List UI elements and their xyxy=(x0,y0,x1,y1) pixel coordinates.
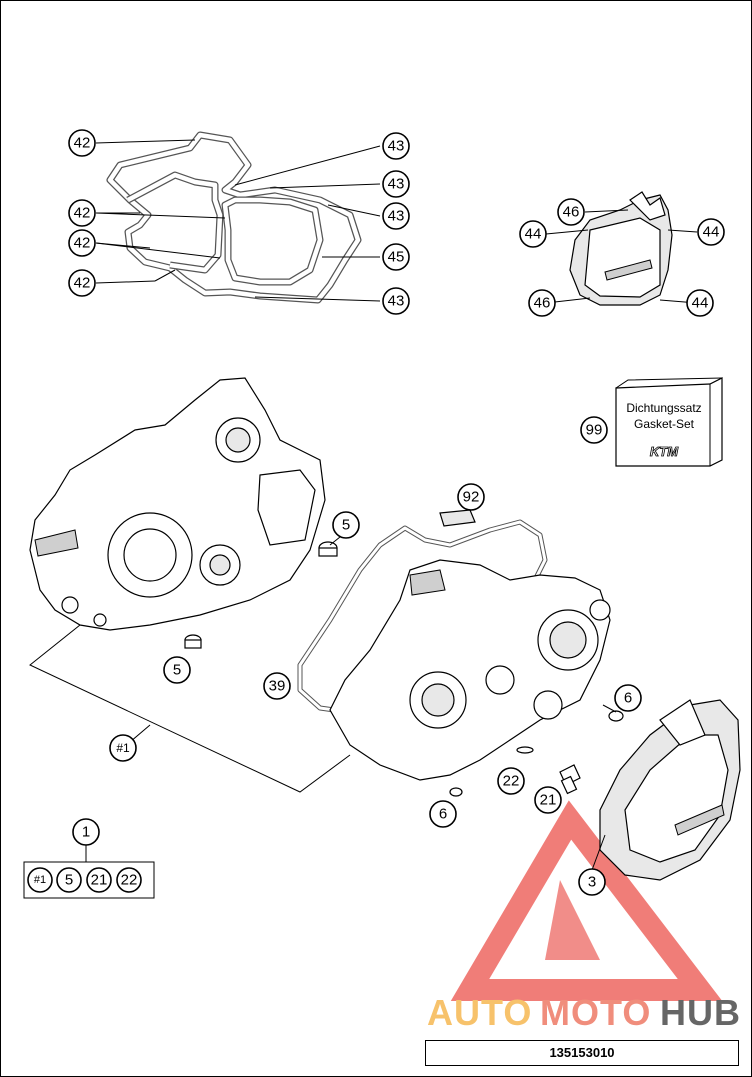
callout-45: 45 xyxy=(382,243,410,271)
callout-46-a-label: 46 xyxy=(563,204,580,221)
callout-6-a: 6 xyxy=(614,684,642,712)
callout-5-a: 5 xyxy=(332,511,360,539)
callout-99: 99 xyxy=(580,416,608,444)
callout-43-b: 43 xyxy=(382,170,410,198)
callout-3-label: 3 xyxy=(588,874,596,891)
callout-22: 22 xyxy=(497,767,525,795)
set-item-1-label: #1 xyxy=(34,874,46,886)
kit-box-title-en: Gasket-Set xyxy=(634,417,695,431)
callout-1-label: 1 xyxy=(82,824,90,841)
ignition-cover-top xyxy=(545,191,698,306)
callout-42-c: 42 xyxy=(68,229,96,257)
callout-44-a: 44 xyxy=(519,220,547,248)
callout-21: 21 xyxy=(534,786,562,814)
callout-44-b: 44 xyxy=(697,218,725,246)
callout-39: 39 xyxy=(263,672,291,700)
gasket-leader-lines xyxy=(95,139,381,302)
callout-6-b-label: 6 xyxy=(439,806,447,823)
right-crankcase-half xyxy=(329,559,611,781)
callout-43-d: 43 xyxy=(382,287,410,315)
callout-43-d-label: 43 xyxy=(388,293,405,310)
hardware-parts xyxy=(449,704,624,797)
callout-21-label: 21 xyxy=(540,792,557,809)
set-item-4-label: 22 xyxy=(121,872,138,889)
callout-5-b-label: 5 xyxy=(173,662,181,679)
callout-43-b-label: 43 xyxy=(388,176,405,193)
set-item-2-label: 5 xyxy=(65,872,73,889)
callout-44-a-label: 44 xyxy=(525,226,542,243)
callout-6-b: 6 xyxy=(429,800,457,828)
set-contents-box: #1 5 21 22 xyxy=(23,861,155,899)
watermark-text-auto: AUTO xyxy=(427,992,532,1033)
callout-99-label: 99 xyxy=(586,422,603,439)
set-item-3-label: 21 xyxy=(91,872,108,889)
callout-46-b-label: 46 xyxy=(534,295,551,312)
callout-46-b: 46 xyxy=(528,289,556,317)
callout-6-a-label: 6 xyxy=(624,690,632,707)
callout-43-a: 43 xyxy=(382,132,410,160)
dowel-sleeves xyxy=(184,536,341,649)
gasket-kit-box xyxy=(615,377,723,467)
watermark-logo xyxy=(450,800,723,1001)
callout-set-1: #1 xyxy=(109,734,137,762)
callout-92-label: 92 xyxy=(463,489,480,506)
watermark-triangle-inner xyxy=(545,880,600,960)
set-item-2: 5 xyxy=(56,867,82,893)
callout-42-d-label: 42 xyxy=(74,275,91,292)
watermark-text: AUTO MOTO HUB xyxy=(427,992,741,1033)
callout-42-a-label: 42 xyxy=(74,135,91,152)
callout-5-b: 5 xyxy=(163,656,191,684)
watermark-triangle xyxy=(450,800,723,1001)
callout-42-b-label: 42 xyxy=(74,205,91,222)
callout-43-a-label: 43 xyxy=(388,138,405,155)
kit-box-brand-logo: KTM xyxy=(650,444,679,459)
callout-43-c-label: 43 xyxy=(388,208,405,225)
callout-42-d: 42 xyxy=(68,269,96,297)
part-92-pad xyxy=(439,509,476,527)
callout-42-a: 42 xyxy=(68,129,96,157)
ignition-cover-bottom xyxy=(591,699,741,881)
callout-39-label: 39 xyxy=(269,678,286,695)
callout-43-c: 43 xyxy=(382,202,410,230)
callout-44-c-label: 44 xyxy=(692,295,709,312)
watermark-text-hub: HUB xyxy=(660,992,741,1033)
crankcase-gasket xyxy=(106,131,362,304)
reference-number: 135153010 xyxy=(425,1040,739,1066)
callout-5-a-label: 5 xyxy=(342,517,350,534)
callout-44-c: 44 xyxy=(686,289,714,317)
left-crankcase-half xyxy=(29,377,326,631)
callout-22-label: 22 xyxy=(503,773,520,790)
set-item-3: 21 xyxy=(86,867,112,893)
callout-42-c-label: 42 xyxy=(74,235,91,252)
callout-46-a: 46 xyxy=(557,198,585,226)
set-item-1: #1 xyxy=(27,867,53,893)
set-item-4: 22 xyxy=(116,867,142,893)
callout-set-1-label: #1 xyxy=(116,741,130,755)
callout-45-label: 45 xyxy=(388,249,405,266)
callout-44-b-label: 44 xyxy=(703,224,720,241)
callout-92: 92 xyxy=(457,483,485,511)
callout-1: 1 xyxy=(72,818,100,846)
callout-42-b: 42 xyxy=(68,199,96,227)
watermark-text-moto: MOTO xyxy=(540,992,651,1033)
callout-3: 3 xyxy=(578,868,606,896)
kit-box-title-de: Dichtungssatz xyxy=(626,401,701,415)
